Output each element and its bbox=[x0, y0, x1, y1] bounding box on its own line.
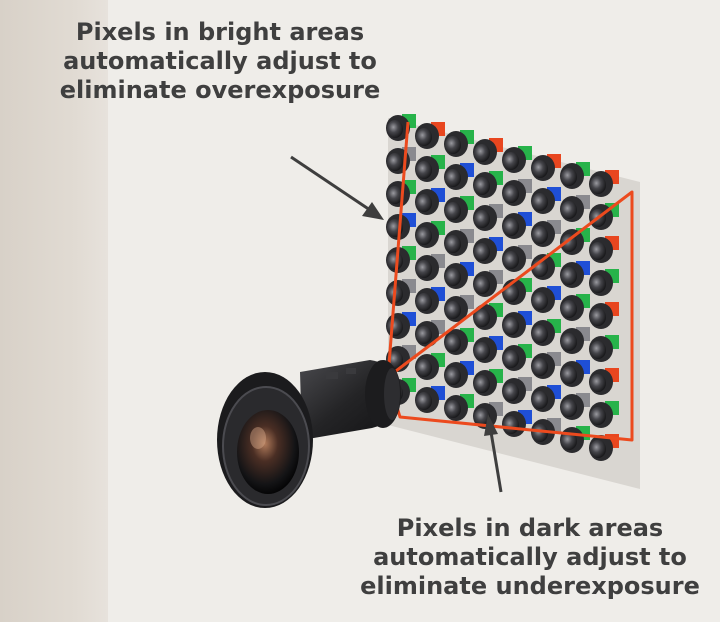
pixel-lens-glass bbox=[416, 326, 432, 344]
pixel-lens-glass bbox=[474, 243, 490, 261]
pixel-lens-glass bbox=[445, 400, 461, 418]
pixel-lens-glass bbox=[590, 374, 606, 392]
pixel-lens-glass bbox=[445, 301, 461, 319]
pixel-lens-glass bbox=[474, 342, 490, 360]
pixel-lens-glass bbox=[590, 407, 606, 425]
pixel-lens-glass bbox=[561, 267, 577, 285]
bright-areas-label: Pixels in bright areas automatically adj… bbox=[40, 18, 400, 105]
pixel-lens-glass bbox=[561, 300, 577, 318]
pointer-arrows bbox=[290, 155, 503, 493]
pixel-lens-glass bbox=[416, 293, 432, 311]
dark-arrow bbox=[489, 431, 503, 493]
pixel-lens-glass bbox=[532, 358, 548, 376]
pixel-lens-glass bbox=[532, 193, 548, 211]
dark-areas-label: Pixels in dark areas automatically adjus… bbox=[340, 514, 720, 601]
pixel-lens-glass bbox=[503, 218, 519, 236]
pixel-lens-glass bbox=[474, 375, 490, 393]
projection-frame bbox=[386, 121, 634, 442]
pixel-lens-glass bbox=[532, 160, 548, 178]
frame-outline bbox=[386, 121, 634, 442]
pixel-lens-glass bbox=[590, 341, 606, 359]
pixel-lens-glass bbox=[503, 350, 519, 368]
lens-knob-1 bbox=[326, 372, 338, 379]
pixel-lens-glass bbox=[503, 317, 519, 335]
dark-label-line-2: automatically adjust to bbox=[373, 543, 687, 571]
pixel-lens-glass bbox=[416, 392, 432, 410]
dark-label-line-3: eliminate underexposure bbox=[360, 572, 700, 600]
pixel-lens-glass bbox=[445, 169, 461, 187]
lens-highlight bbox=[250, 427, 266, 449]
pixel-lens-glass bbox=[416, 227, 432, 245]
lens-knob-2 bbox=[346, 368, 356, 374]
pixel-lens-glass bbox=[503, 185, 519, 203]
pixel-lens-glass bbox=[387, 153, 403, 171]
dark-arrow-head bbox=[484, 414, 498, 436]
pixel-lens-glass bbox=[503, 383, 519, 401]
pixel-array bbox=[386, 114, 640, 489]
pixel-lens-glass bbox=[416, 128, 432, 146]
bright-label-line-3: eliminate overexposure bbox=[59, 76, 381, 104]
lens-mount-ring bbox=[384, 368, 400, 420]
pixel-lens-glass bbox=[561, 366, 577, 384]
bright-label-line-2: automatically adjust to bbox=[63, 47, 377, 75]
background-strip bbox=[0, 0, 108, 622]
pixel-lens-glass bbox=[590, 275, 606, 293]
pixel-lens-glass bbox=[416, 161, 432, 179]
pixel-lens-glass bbox=[561, 168, 577, 186]
pixel-lens-glass bbox=[474, 408, 490, 426]
pixel-lens-glass bbox=[445, 202, 461, 220]
pixel-lens-glass bbox=[532, 391, 548, 409]
pixel-lens-glass bbox=[590, 308, 606, 326]
pixel-lens-glass bbox=[445, 367, 461, 385]
pixel-lens-glass bbox=[503, 152, 519, 170]
pixel-lens-glass bbox=[387, 186, 403, 204]
pixel-lens-glass bbox=[474, 309, 490, 327]
pixel-lens-glass bbox=[561, 432, 577, 450]
pixel-lens-glass bbox=[590, 242, 606, 260]
pixel-lens-glass bbox=[561, 399, 577, 417]
pixel-lens-glass bbox=[474, 210, 490, 228]
pixel-lens-glass bbox=[474, 276, 490, 294]
pixel-lens-glass bbox=[532, 325, 548, 343]
pixel-lens-glass bbox=[387, 318, 403, 336]
lens-glass bbox=[237, 410, 299, 494]
bright-arrow-head bbox=[362, 202, 384, 220]
pixel-lens-glass bbox=[416, 260, 432, 278]
pixel-lens-glass bbox=[416, 194, 432, 212]
pixel-lens-glass bbox=[445, 268, 461, 286]
pixel-lens-glass bbox=[474, 144, 490, 162]
pixel-lens-glass bbox=[503, 416, 519, 434]
pixel-lens-glass bbox=[387, 252, 403, 270]
pixel-lens-glass bbox=[561, 201, 577, 219]
pixel-lens-glass bbox=[474, 177, 490, 195]
pixel-lens-glass bbox=[561, 333, 577, 351]
pixel-lens-glass bbox=[590, 176, 606, 194]
pixel-lens-glass bbox=[532, 424, 548, 442]
pixel-lens-glass bbox=[445, 136, 461, 154]
pixel-lens-glass bbox=[416, 359, 432, 377]
pixel-lens-glass bbox=[445, 235, 461, 253]
bright-label-line-1: Pixels in bright areas bbox=[75, 18, 365, 46]
bright-arrow bbox=[290, 155, 371, 212]
dark-label-line-1: Pixels in dark areas bbox=[396, 514, 664, 542]
pixel-lens-glass bbox=[532, 292, 548, 310]
pixel-lens-glass bbox=[590, 440, 606, 458]
pixel-lens-glass bbox=[503, 251, 519, 269]
pixel-lens-glass bbox=[387, 120, 403, 138]
camera-lens bbox=[217, 360, 401, 508]
pixel-lens-glass bbox=[445, 334, 461, 352]
pixel-lens-glass bbox=[532, 226, 548, 244]
